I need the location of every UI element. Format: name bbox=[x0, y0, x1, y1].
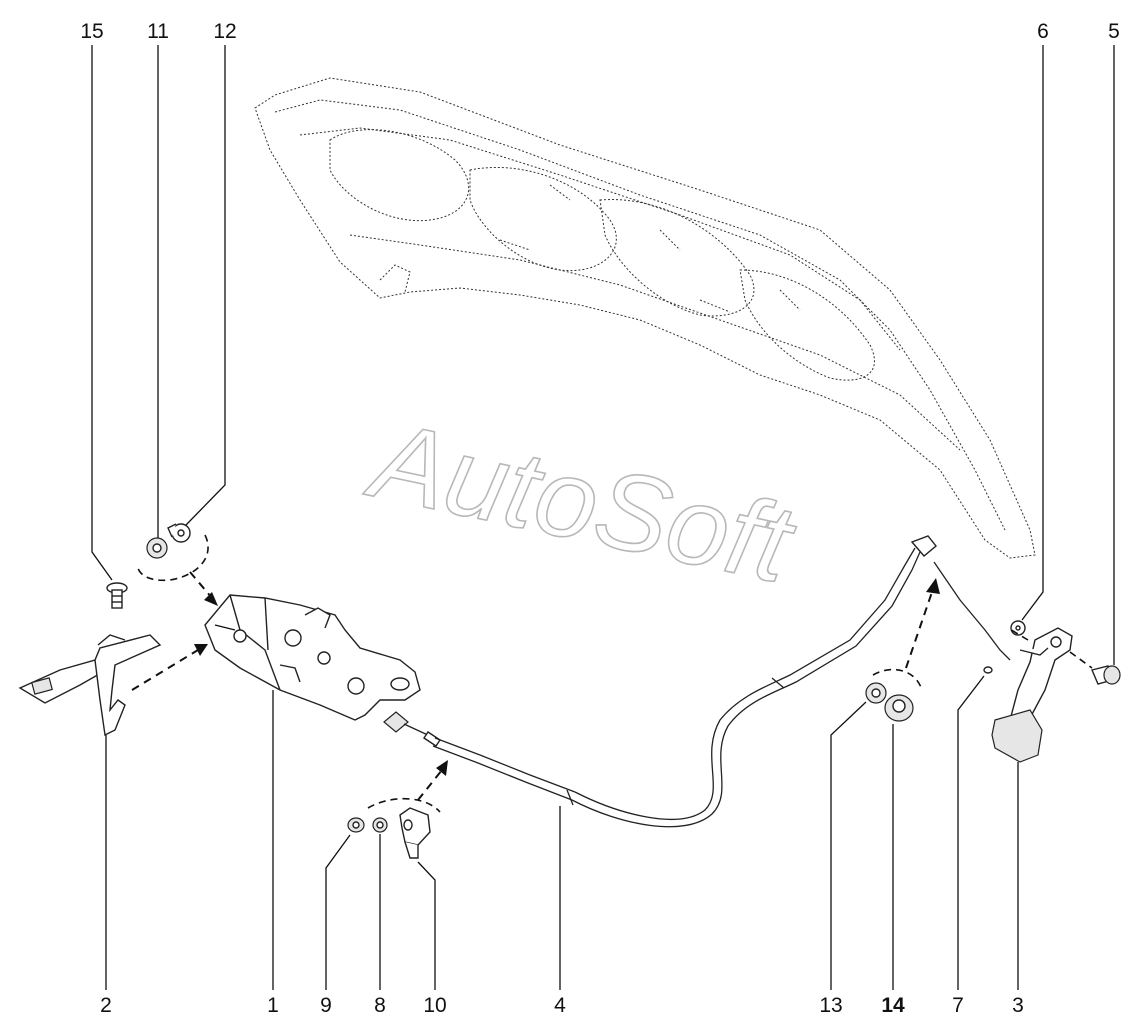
callout-labels: 15 11 12 6 5 2 1 9 8 10 4 13 14 7 3 bbox=[80, 20, 1120, 1017]
part-15-bolt bbox=[106, 582, 128, 609]
callout-3: 3 bbox=[1012, 994, 1024, 1017]
leader-12 bbox=[185, 45, 226, 526]
part-6-washer bbox=[1010, 620, 1026, 636]
part-10-cable-clip bbox=[399, 807, 431, 859]
part-2-safety-hook bbox=[18, 634, 162, 737]
hardware-group-arc-11-12 bbox=[137, 534, 209, 582]
hood-panel bbox=[254, 77, 1036, 559]
arrow-hardware-to-lock bbox=[189, 571, 218, 606]
leader-6 bbox=[1021, 45, 1044, 621]
leader-7 bbox=[957, 675, 985, 990]
part-12-clip bbox=[167, 523, 191, 543]
leader-lines bbox=[91, 45, 1115, 990]
part-8-washer bbox=[372, 817, 388, 833]
part-11-nut bbox=[146, 537, 168, 559]
arrow-hook-to-lock bbox=[131, 644, 208, 691]
callout-14: 14 bbox=[881, 994, 905, 1017]
callout-11: 11 bbox=[147, 20, 169, 43]
part-13-washer bbox=[865, 682, 887, 704]
leader-10 bbox=[417, 861, 436, 990]
callout-15: 15 bbox=[80, 20, 103, 43]
callout-9: 9 bbox=[320, 994, 332, 1017]
hardware-group-arc-13-14 bbox=[872, 668, 923, 691]
watermark-text: AutoSoft bbox=[357, 397, 806, 607]
callout-12: 12 bbox=[213, 20, 236, 43]
callout-4: 4 bbox=[554, 994, 566, 1017]
part-14-grommet bbox=[884, 694, 914, 722]
watermark: AutoSoft bbox=[356, 396, 806, 608]
part-7-pin bbox=[983, 666, 993, 674]
arrow-clip-to-cable bbox=[417, 760, 448, 801]
callout-5: 5 bbox=[1108, 20, 1120, 43]
callout-7: 7 bbox=[952, 994, 964, 1017]
part-9-nut bbox=[347, 817, 365, 833]
callout-2: 2 bbox=[100, 994, 112, 1017]
part-1-hood-lock bbox=[204, 594, 421, 721]
hardware-group-arc-8-9-10 bbox=[367, 797, 441, 813]
callout-1: 1 bbox=[267, 994, 279, 1017]
callout-13: 13 bbox=[819, 994, 842, 1017]
callout-10: 10 bbox=[423, 994, 446, 1017]
leader-13 bbox=[830, 701, 867, 990]
arrow-grommet-to-cable bbox=[905, 578, 940, 669]
part-5-screw bbox=[1091, 665, 1121, 685]
callout-6: 6 bbox=[1037, 20, 1049, 43]
callout-8: 8 bbox=[374, 994, 386, 1017]
part-3-release-handle bbox=[991, 627, 1093, 763]
part-4-release-cable bbox=[383, 535, 1011, 828]
leader-9 bbox=[325, 834, 351, 990]
leader-15 bbox=[91, 45, 113, 581]
